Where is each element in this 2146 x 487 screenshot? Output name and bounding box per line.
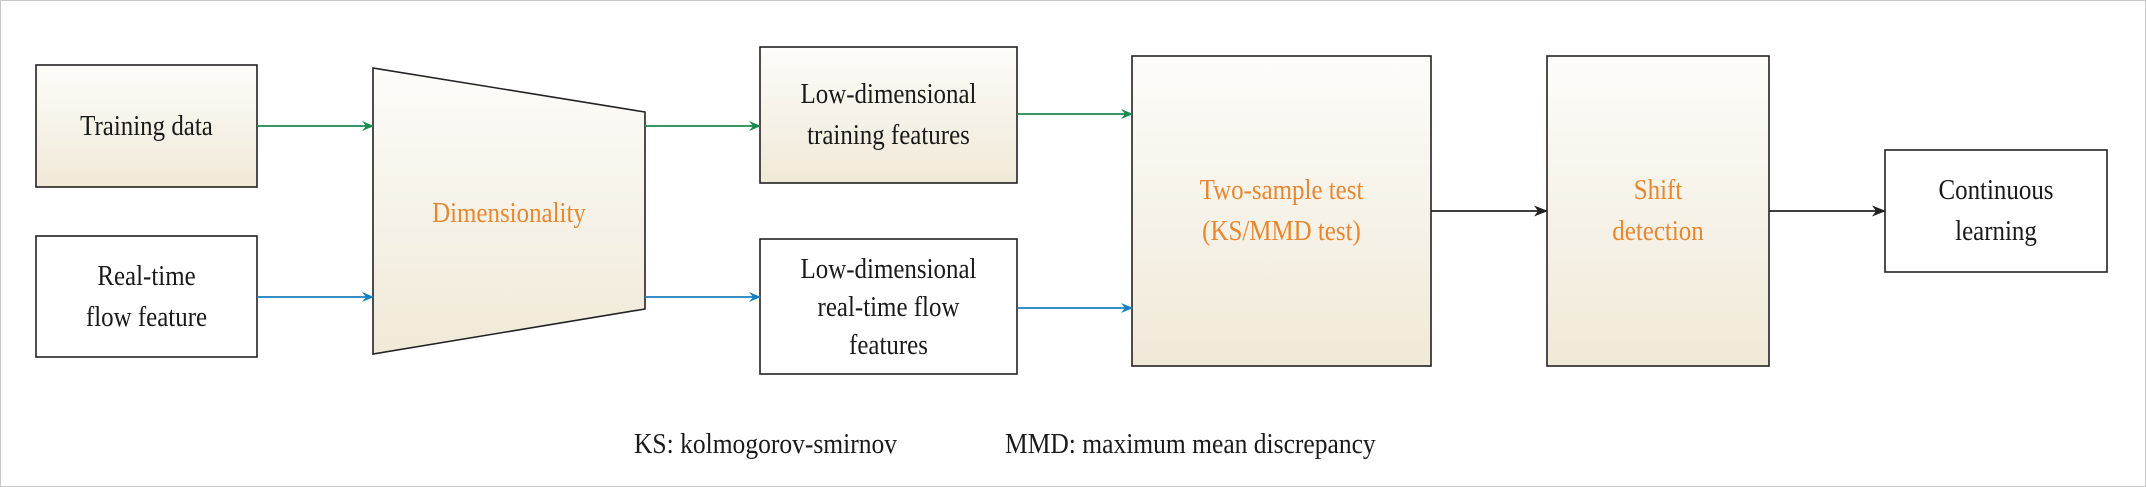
two-sample-line2: (KS/MMD test)	[1202, 215, 1361, 247]
training-data-text: Training data	[80, 109, 213, 142]
training-data-label: Training data	[51, 65, 241, 187]
continuous-learning-label: Continuous learning	[1901, 150, 2092, 272]
lowdim-training-label: Low-dimensional training features	[778, 47, 999, 183]
two-sample-test-label: Two-sample test (KS/MMD test)	[1153, 56, 1410, 366]
lowdim-training-line1: Low-dimensional	[800, 78, 977, 110]
continuous-learning-line1: Continuous	[1938, 174, 2054, 206]
lowdim-training-line2: training features	[807, 119, 970, 151]
dimensionality-label: Dimensionality	[392, 170, 626, 256]
lowdim-training-box	[759, 46, 1018, 184]
lowdim-realtime-box	[759, 238, 1018, 375]
legend-mmd: MMD: maximum mean discrepancy	[1005, 428, 1376, 460]
lowdim-realtime-line1: Low-dimensional	[800, 252, 977, 285]
shift-detection-label: Shift detection	[1563, 56, 1754, 366]
realtime-feature-line2: flow feature	[85, 300, 208, 333]
continuous-learning-line2: learning	[1955, 215, 2037, 247]
continuous-learning-box	[1884, 149, 2108, 273]
realtime-feature-box	[35, 235, 258, 358]
lowdim-realtime-label: Low-dimensional real-time flow features	[778, 239, 999, 374]
two-sample-line1: Two-sample test	[1199, 174, 1364, 206]
lowdim-realtime-line2: real-time flow	[817, 290, 960, 323]
realtime-feature-label: Real-time flow feature	[51, 236, 241, 357]
shift-detection-line1: Shift	[1633, 174, 1683, 206]
two-sample-test-box	[1131, 55, 1432, 367]
dimensionality-trapezoid	[372, 67, 646, 355]
lowdim-realtime-line3: features	[849, 328, 928, 361]
realtime-feature-line1: Real-time	[97, 259, 196, 292]
training-data-box	[35, 64, 258, 188]
legend-ks: KS: kolmogorov-smirnov	[634, 428, 898, 460]
shift-detection-line2: detection	[1612, 215, 1704, 247]
dimensionality-text: Dimensionality	[432, 196, 586, 229]
